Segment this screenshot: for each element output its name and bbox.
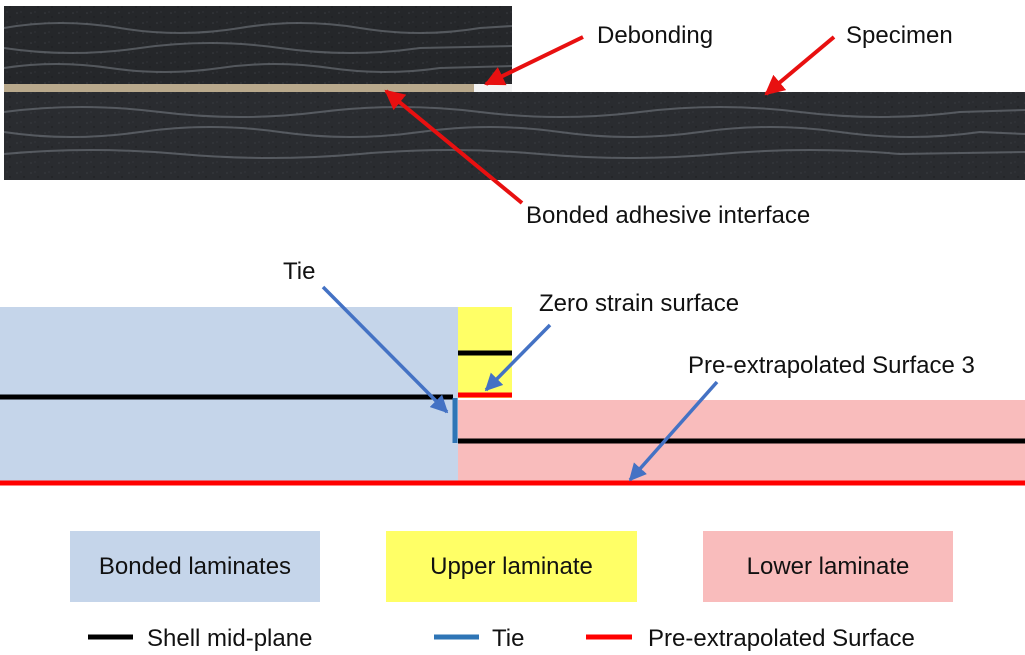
lower-laminate-texture: [4, 92, 1025, 180]
label-specimen: Specimen: [846, 22, 953, 49]
debonding-arrow: [484, 35, 584, 86]
legend-upper-label: Upper laminate: [430, 552, 593, 580]
legend-lower-box: Lower laminate: [703, 531, 953, 602]
label-tie: Tie: [283, 258, 316, 285]
legend-upper-box: Upper laminate: [386, 531, 637, 602]
debond-gap: [474, 84, 512, 93]
label-bonded-interface: Bonded adhesive interface: [526, 202, 811, 229]
legend-bonded-box: Bonded laminates: [70, 531, 320, 602]
interface-arrow: [384, 89, 524, 205]
label-pre-surface-3: Pre-extrapolated Surface 3: [688, 352, 975, 379]
zero-strain-arrow: [484, 323, 552, 392]
legend-lower-label: Lower laminate: [746, 552, 910, 580]
label-debonding: Debonding: [597, 22, 714, 49]
tie-arrow: [321, 285, 449, 414]
label-zero-strain: Zero strain surface: [539, 290, 740, 317]
legend-mid-plane-label: Shell mid-plane: [147, 625, 313, 652]
pre-surface-arrow: [628, 380, 719, 482]
legend-tie-label: Tie: [492, 625, 525, 652]
legend-pre-surface-label: Pre-extrapolated Surface: [648, 625, 915, 652]
adhesive-layer-photo: [4, 84, 474, 93]
specimen-photo: [3, 6, 1025, 180]
specimen-arrow: [764, 35, 836, 96]
legend-bonded-label: Bonded laminates: [98, 552, 292, 580]
